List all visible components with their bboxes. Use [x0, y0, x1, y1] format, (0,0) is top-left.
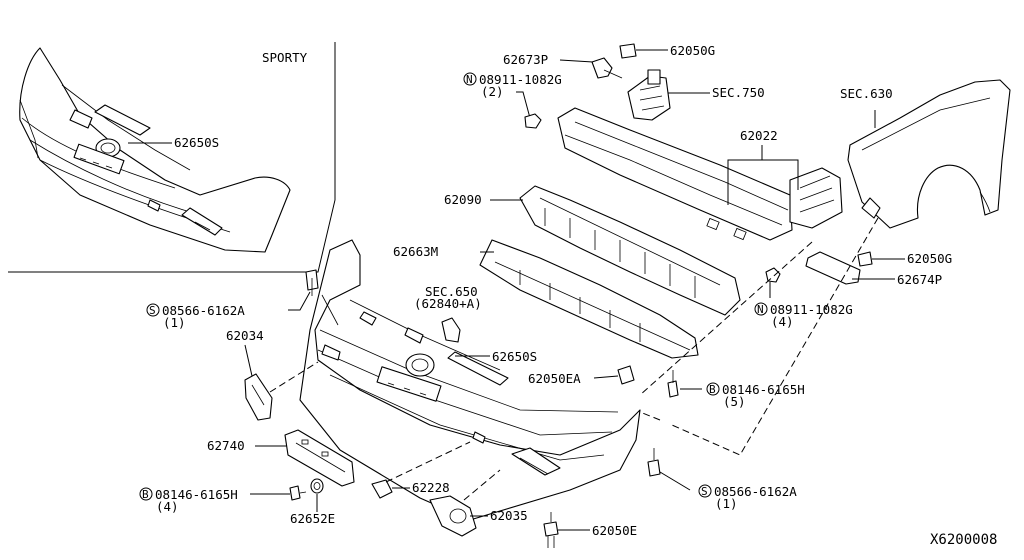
label-62652E: 62652E: [290, 511, 335, 526]
grommet-62652E: [310, 478, 324, 494]
part-sec650: [441, 317, 461, 343]
bracket-62673P: [591, 57, 623, 79]
screw-08566-left: [305, 269, 319, 296]
clip-62050G-right: [857, 251, 873, 267]
clip-62050E: [543, 512, 559, 548]
bracket-62674P: [805, 251, 861, 285]
label-62228: 62228: [412, 480, 450, 495]
screw-symbol-right: S: [701, 485, 708, 498]
label-62050G-right: 62050G: [907, 251, 952, 266]
clip-62050EA: [617, 365, 635, 385]
callout-n08911-right: N 08911-1082G (4): [754, 302, 853, 329]
screw-symbol-left: S: [149, 304, 156, 317]
label-08146-left: 08146-6165H: [155, 487, 238, 502]
label-08566-right-qty: (1): [715, 496, 738, 511]
front-bumper-fascia: [299, 239, 641, 521]
inset-border: [8, 42, 336, 273]
inset-title: SPORTY: [262, 50, 308, 65]
label-08911-top: 08911-1082G: [479, 72, 562, 87]
callout-s08566-left: S 08566-6162A (1): [146, 303, 245, 330]
clip-62050G-top: [619, 43, 637, 59]
label-08911-right: 08911-1082G: [770, 302, 853, 317]
label-08911-top-qty: (2): [481, 84, 504, 99]
callout-s08566-right: S 08566-6162A (1): [698, 484, 797, 511]
inset-bumper-illustration: [19, 47, 291, 253]
nut-symbol-top: N: [466, 73, 473, 86]
label-62034: 62034: [226, 328, 264, 343]
callout-b08146-right: B 08146-6165H (5): [706, 382, 805, 409]
bolt-08146-left: [289, 485, 307, 501]
nut-08911-right: [765, 267, 781, 283]
label-62022: 62022: [740, 128, 778, 143]
label-08146-right: 08146-6165H: [722, 382, 805, 397]
nut-symbol-right: N: [757, 303, 764, 316]
reinforcement-62022: [557, 107, 843, 241]
label-62050E: 62050E: [592, 523, 637, 538]
label-62035: 62035: [490, 508, 528, 523]
absorber-62663M: [479, 239, 699, 359]
dashed-leader-right: [671, 217, 879, 456]
cover-62035: [429, 495, 477, 537]
sporty-inset: SPORTY 62650S: [8, 42, 336, 273]
label-08911-right-qty: (4): [771, 314, 794, 329]
label-62674P: 62674P: [897, 272, 942, 287]
label-08566-right: 08566-6162A: [714, 484, 797, 499]
label-62050G-top: 62050G: [670, 43, 715, 58]
label-08146-left-qty: (4): [156, 499, 179, 514]
label-62050EA: 62050EA: [528, 371, 581, 386]
label-62740: 62740: [207, 438, 245, 453]
label-62650S: 62650S: [492, 349, 537, 364]
absorber-62090: [519, 185, 741, 316]
callout-n08911-top: N 08911-1082G (2): [463, 72, 562, 99]
inset-part-label: 62650S: [174, 135, 219, 150]
label-sec650-sub: (62840+A): [414, 296, 482, 311]
diagram-code: X6200008: [930, 532, 997, 548]
callout-b08146-left: B 08146-6165H (4): [139, 487, 238, 514]
label-62090: 62090: [444, 192, 482, 207]
label-08566-left: 08566-6162A: [162, 303, 245, 318]
fender-sec630: [847, 79, 1011, 229]
label-sec650: SEC.650: [425, 284, 478, 299]
label-08146-right-qty: (5): [723, 394, 746, 409]
label-08566-left-qty: (1): [163, 315, 186, 330]
nut-08911-top: [524, 113, 542, 129]
bracket-sec750: [627, 69, 671, 121]
bracket-62034: [244, 373, 273, 421]
label-62673P: 62673P: [503, 52, 548, 67]
screw-08566-right: [647, 448, 661, 477]
bolt-symbol-right: B: [709, 383, 716, 396]
bolt-symbol-left: B: [142, 488, 149, 501]
bracket-62740: [284, 429, 355, 487]
label-62663M: 62663M: [393, 244, 438, 259]
label-sec630: SEC.630: [840, 86, 893, 101]
label-sec750: SEC.750: [712, 85, 765, 100]
bolt-08146-right: [667, 370, 679, 398]
cap-62228: [371, 479, 393, 499]
